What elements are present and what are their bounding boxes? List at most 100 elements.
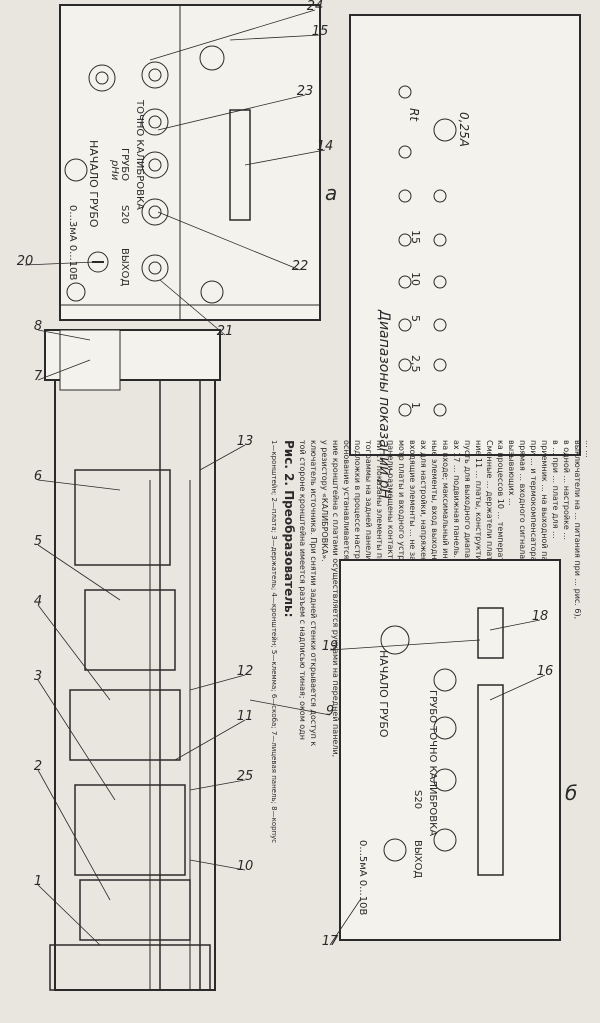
body-text-line: ключатель источника. При снятии задней с… [309,440,318,746]
callout-leader [159,279,226,336]
callout-leader [329,639,481,651]
body-text-line: выключатели на ... питания при ... рис. … [573,440,582,619]
board-2 [79,879,191,941]
callout-number-11: 11 [237,709,254,724]
range-panel-title: Диапазоны показаний pH [376,309,392,499]
callout-leader [37,359,91,381]
body-text-line: приемник ... на выходной панели ... на .… [540,440,549,615]
mount-hole [199,45,225,71]
plate-4 [69,689,181,761]
callout-number-20: 20 [17,254,34,269]
callout-number-14: 14 [317,139,334,154]
label-coarse: ГРУБО [119,148,130,181]
callout-number-12: 12 [237,664,254,679]
callout-number-21: 21 [217,324,234,339]
callout-number-5: 5 [34,534,42,549]
label-s20: S20 [119,205,130,224]
callout-number-16: 16 [537,664,554,679]
callout-number-9: 9 [326,704,334,719]
connector-18 [477,607,504,659]
label-range: 0...3мА 0...10В [67,205,78,280]
body-text-line: мотр платы и входного устройства, ввод п… [397,440,406,659]
callout-leader [199,444,246,471]
holder-3 [74,784,186,876]
body-text-line: тограммы на задней панели. [364,440,373,563]
callout-leader [37,679,116,801]
callout-number-24: 24 [307,0,324,14]
callout-leader [37,604,111,701]
callouts: 1234567891011121314151617181920212223242… [17,0,554,949]
label-fine-calibration: ТОЧНО КАЛИБРОВКА [134,99,145,210]
body-text-line: в одной ... настройке ... [562,440,571,540]
knob-b-s20 [433,768,457,792]
mount-hole [200,280,224,304]
knob-output [141,254,169,282]
callout-leader [37,884,101,946]
callout-leader [229,34,321,41]
callout-number-23: 23 [297,84,314,99]
callout-leader [249,699,331,716]
fuse-label: 0,25А [457,112,471,147]
knob-b-output [433,828,457,852]
mount-hole [64,158,88,182]
callout-leader [189,674,246,691]
terminal-row [398,85,447,417]
panel-b-start: НАЧАЛО ГРУБО [377,650,390,738]
callout-number-7: 7 [34,369,43,384]
knob-calibration [141,151,169,179]
callout-leader [24,261,96,266]
caption-legend: 1—кронштейн; 2—плата; 3—держатель; 4—кро… [270,440,278,843]
knob-s20 [141,198,169,226]
callout-leader [489,619,541,631]
body-text-line: ... ... [584,440,593,458]
knob-start-coarse [88,64,116,92]
callout-number-18: 18 [532,609,549,624]
switch-b-range [383,838,407,862]
panel-b-output: ВЫХОД [412,840,423,878]
label-ph: pHи [109,159,120,181]
panel-b: НАЧАЛО ГРУБО ГРУБО ТОЧНО КАЛИБРОВКА S20 … [339,559,561,941]
terminal-strip-16 [477,684,504,876]
knob-fine [141,108,169,136]
figure-label-a: а [325,181,337,205]
body-text-line: Сменные ... держатели платы 4,12 ... [485,440,494,598]
callout-leader [189,779,246,791]
panel-b-s20: S20 [412,790,423,809]
caption-title: Рис. 2. Преобразователь: [282,440,296,617]
range-2-5: 2,5 [409,355,422,373]
label-start-coarse: НАЧАЛО ГРУБО [87,140,100,228]
callout-number-3: 3 [34,669,42,684]
callout-number-8: 8 [34,319,42,334]
callout-leader [37,544,121,601]
body-text-line: ах 17 ... подвижная панель. [452,440,461,558]
callout-leader [37,769,111,901]
range-15: 15 [409,230,422,244]
figure-label-b: б [565,781,577,805]
callout-number-17: 17 [322,934,339,949]
body-text-line: вызывающих ... [507,440,516,506]
range-10: 10 [409,272,422,286]
callout-leader [157,211,301,271]
range-panel: Диапазоны показаний pH Rt 0,25А 1 2,5 5 … [349,14,581,499]
knob-start-coarse-2 [141,61,169,89]
body-text-line: у резистору «КАЛИБРОВКА». [320,440,329,562]
mount-hole [66,282,86,302]
panel-a-slot [229,109,251,221]
rt-label: Rt [407,108,421,122]
body-text-line: при ... и термокомпенсатора... [529,440,538,569]
callout-leader [189,859,246,871]
label-output: ВЫХОД [119,248,130,286]
knob-b-fine [433,668,457,692]
callout-leader [244,149,326,166]
callout-leader [37,329,91,341]
callout-number-19: 19 [322,639,339,654]
callout-number-6: 6 [34,469,42,484]
knob-b-coarse [433,716,457,740]
callout-number-25: 25 [237,769,254,784]
range-5: 5 [409,315,422,322]
callout-number-10: 10 [237,859,254,874]
range-1: 1 [409,402,422,409]
callout-number-2: 2 [34,759,42,774]
callout-number-4: 4 [34,594,42,609]
